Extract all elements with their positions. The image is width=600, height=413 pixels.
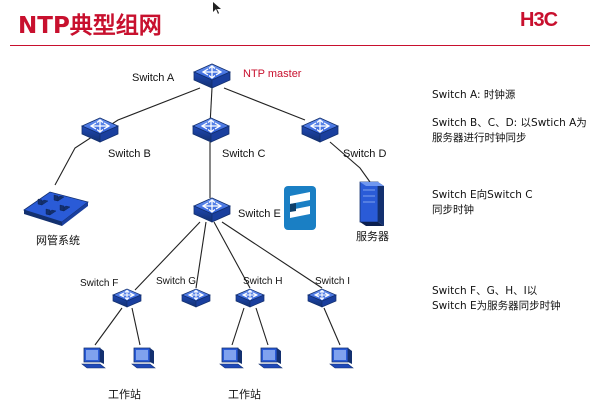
- link-f-pc1: [94, 307, 123, 346]
- switch-d-label: Switch D: [343, 148, 387, 160]
- note-switch-bcd: Switch B、C、D: 以Swtich A为 服务器进行时钟同步: [432, 116, 587, 146]
- switch-c-icon: [192, 117, 230, 143]
- mouse-cursor-icon: [213, 2, 221, 14]
- nms-icon: [23, 191, 89, 226]
- switch-i-icon: [307, 288, 337, 308]
- switch-h-icon: [235, 288, 265, 308]
- ntp-master-label: NTP master: [243, 68, 302, 80]
- switch-b-label: Switch B: [108, 148, 151, 160]
- workstation-label: 工作站: [228, 388, 261, 401]
- link-d-server: [329, 141, 371, 183]
- link-h-pc4: [255, 307, 269, 346]
- note-line: Switch F、G、H、I以: [432, 285, 538, 297]
- switch-g-icon: [181, 288, 211, 308]
- switch-f-label: Switch F: [80, 278, 119, 289]
- workstation-icon: [258, 347, 283, 369]
- server-icon: [359, 181, 384, 226]
- workstation-label: 工作站: [108, 388, 141, 401]
- note-switch-a: Switch A: 时钟源: [432, 88, 515, 103]
- switch-a-label: Switch A: [132, 72, 175, 84]
- note-line: Switch E为服务器同步时钟: [432, 300, 561, 312]
- note-line: Switch B、C、D: 以Swtich A为: [432, 117, 587, 129]
- switch-h-label: Switch H: [243, 276, 283, 287]
- link-i-pc5: [323, 307, 341, 346]
- link-a-d: [223, 87, 306, 121]
- switch-a-icon: [193, 63, 231, 89]
- link-f-pc2: [131, 307, 141, 346]
- switch-e-icon: [193, 197, 231, 223]
- link-e-i: [221, 221, 323, 289]
- workstation-icon: [219, 347, 244, 369]
- nms-label: 网管系统: [36, 234, 80, 247]
- switch-b-icon: [81, 117, 119, 143]
- title-divider: [10, 45, 590, 46]
- note-switch-fghi: Switch F、G、H、I以 Switch E为服务器同步时钟: [432, 284, 561, 314]
- workstation-icon: [81, 347, 106, 369]
- switch-g-label: Switch G: [156, 276, 197, 287]
- h3c-logo: H3C: [520, 9, 558, 31]
- switch-i-label: Switch I: [315, 276, 351, 287]
- link-e-f: [134, 221, 201, 291]
- link-a-b: [54, 87, 201, 186]
- note-line: Switch A: 时钟源: [432, 89, 516, 101]
- link-e-h: [213, 221, 251, 289]
- slide-title: NTP典型组网: [18, 13, 162, 39]
- link-h-pc3: [231, 307, 245, 346]
- switch-e-label: Switch E: [238, 208, 281, 220]
- link-e-g: [195, 221, 207, 289]
- switch-f-icon: [112, 288, 142, 308]
- note-switch-e: Switch E向Switch C 同步时钟: [432, 188, 533, 218]
- note-line: 同步时钟: [432, 204, 474, 216]
- workstation-icon: [329, 347, 354, 369]
- note-line: Switch E向Switch C: [432, 189, 533, 201]
- watermark-logo: [284, 186, 316, 230]
- switch-d-icon: [301, 117, 339, 143]
- server-label: 服务器: [356, 230, 389, 243]
- note-line: 服务器进行时钟同步: [432, 132, 527, 144]
- workstation-icon: [131, 347, 156, 369]
- switch-c-label: Switch C: [222, 148, 266, 160]
